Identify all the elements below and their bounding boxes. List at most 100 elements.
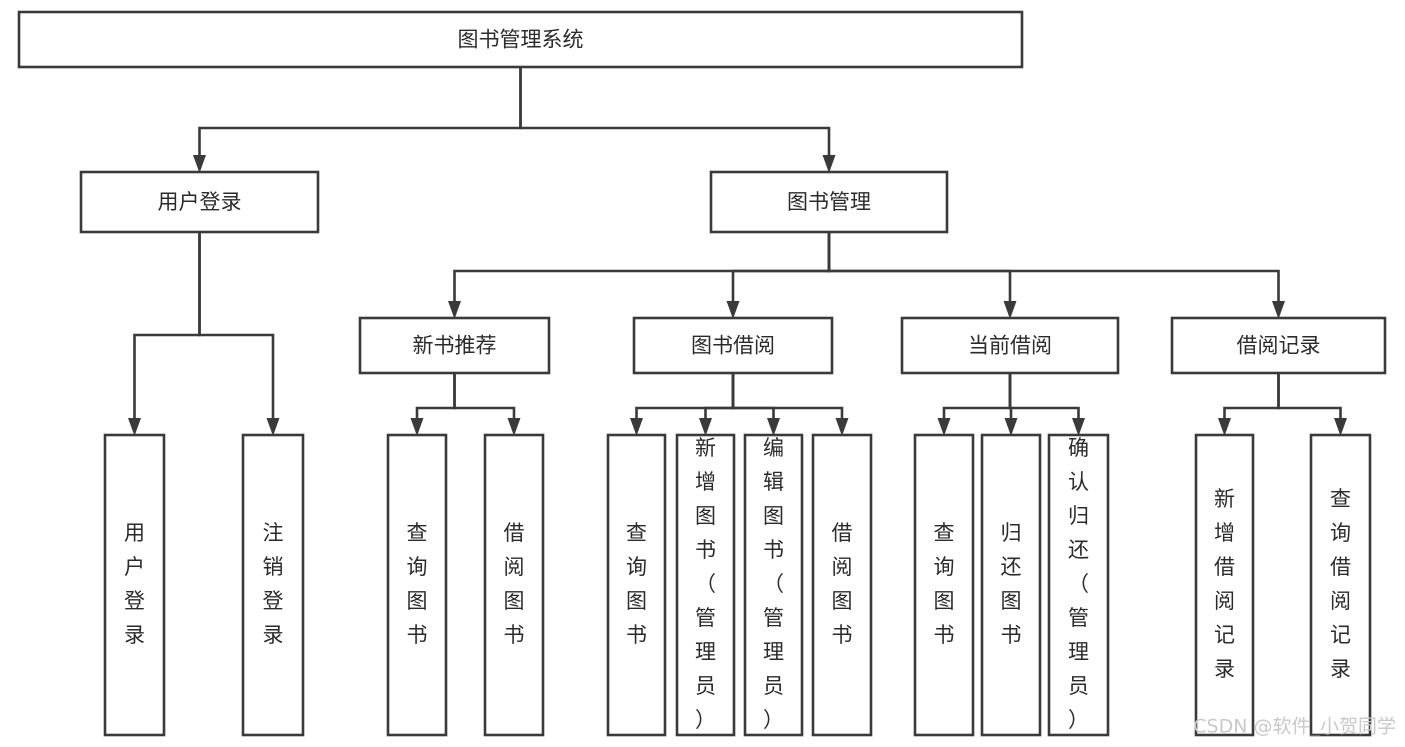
node-leaf-recommend-borrow-book[interactable]: 借阅图书 [483, 433, 545, 737]
connector-line [453, 373, 516, 421]
edge-user-login-to-leaf-logout [198, 232, 280, 436]
node-current-borrow[interactable]: 当前借阅 [900, 316, 1120, 375]
node-label: 用户登录 [158, 190, 242, 214]
arrow-head-icon [937, 418, 951, 436]
arrow-head-icon [1072, 418, 1085, 436]
node-leaf-borrow-add-book[interactable]: 新增图书（管理员） [675, 433, 736, 737]
arrow-head-icon [1334, 418, 1347, 436]
arrow-head-icon [699, 418, 712, 436]
node-label: 查询借阅记录 [1330, 487, 1351, 681]
node-box[interactable] [241, 433, 305, 737]
node-label: 编辑图书（管理员） [763, 436, 784, 732]
node-leaf-logout[interactable]: 注销登录 [241, 433, 305, 737]
node-label: 借阅图书 [832, 521, 853, 647]
node-box[interactable] [79, 170, 320, 234]
node-box[interactable] [17, 10, 1024, 69]
arrow-head-icon [507, 418, 521, 436]
node-leaf-borrow-borrow-book[interactable]: 借阅图书 [811, 433, 873, 737]
arrow-head-icon [1218, 418, 1231, 436]
node-leaf-current-return-book[interactable]: 归还图书 [980, 433, 1042, 737]
connector-line [827, 232, 1280, 304]
node-leaf-record-add[interactable]: 新增借阅记录 [1194, 433, 1255, 737]
node-box[interactable] [358, 316, 551, 375]
node-box[interactable] [900, 316, 1120, 375]
node-label: 查询图书 [934, 521, 955, 647]
node-book-borrow[interactable]: 图书借阅 [632, 316, 834, 375]
edge-user-login-to-leaf-user-login [128, 232, 201, 436]
connector-line [1223, 373, 1280, 421]
node-leaf-user-login[interactable]: 用户登录 [103, 433, 166, 737]
arrow-head-icon [448, 301, 461, 319]
arrow-head-icon [630, 418, 643, 436]
node-label: 借阅图书 [504, 521, 525, 647]
node-box[interactable] [483, 433, 545, 737]
node-new-book-recommend[interactable]: 新书推荐 [358, 316, 551, 375]
node-leaf-recommend-query-book[interactable]: 查询图书 [386, 433, 448, 737]
arrow-head-icon [410, 418, 424, 436]
node-box[interactable] [103, 433, 166, 737]
connector-line [415, 373, 456, 421]
node-label: 查询图书 [626, 521, 647, 647]
edge-new-book-recommend-to-leaf-recommend-borrow-book [453, 373, 521, 436]
edge-book-management-to-book-borrow [726, 232, 831, 319]
node-box[interactable] [1170, 316, 1387, 375]
node-borrow-record[interactable]: 借阅记录 [1170, 316, 1387, 375]
node-label: 确认归还（管理员） [1068, 436, 1089, 732]
connector-line [731, 373, 775, 421]
connector-line [1008, 373, 1080, 421]
node-label: 图书管理 [787, 190, 871, 214]
node-label: 新书推荐 [413, 334, 497, 358]
edge-book-borrow-to-leaf-borrow-query-book [630, 373, 735, 436]
connector-line [133, 232, 201, 421]
node-box[interactable] [675, 433, 736, 737]
connector-line [635, 373, 735, 421]
node-box[interactable] [913, 433, 975, 737]
node-box[interactable] [709, 170, 949, 234]
node-box[interactable] [1309, 433, 1372, 737]
connector-line [1277, 373, 1342, 421]
node-box[interactable] [811, 433, 873, 737]
edge-book-borrow-to-leaf-borrow-borrow-book [731, 373, 849, 436]
edge-book-borrow-to-leaf-borrow-add-book [699, 373, 735, 436]
node-label: 新增借阅记录 [1214, 487, 1235, 681]
connector-layer [128, 67, 1347, 436]
node-box[interactable] [743, 433, 804, 737]
arrow-head-icon [128, 418, 141, 436]
node-box[interactable] [1194, 433, 1255, 737]
node-leaf-borrow-edit-book[interactable]: 编辑图书（管理员） [743, 433, 804, 737]
edge-book-management-to-new-book-recommend [448, 232, 831, 319]
node-label: 当前借阅 [968, 334, 1052, 358]
connector-line [198, 232, 275, 421]
node-layer: 图书管理系统用户登录图书管理新书推荐图书借阅当前借阅借阅记录用户登录注销登录查询… [17, 10, 1387, 737]
node-leaf-record-query[interactable]: 查询借阅记录 [1309, 433, 1372, 737]
edge-book-borrow-to-leaf-borrow-edit-book [731, 373, 780, 436]
node-user-login[interactable]: 用户登录 [79, 170, 320, 234]
node-root[interactable]: 图书管理系统 [17, 10, 1024, 69]
node-label: 注销登录 [263, 521, 284, 647]
arrow-head-icon [193, 155, 206, 173]
connector-line [453, 232, 831, 304]
csdn-watermark: CSDN @软件_小贺同学 [1193, 716, 1396, 738]
node-label: 新增图书（管理员） [695, 436, 716, 732]
node-leaf-borrow-query-book[interactable]: 查询图书 [606, 433, 667, 737]
edge-new-book-recommend-to-leaf-recommend-query-book [410, 373, 456, 436]
node-leaf-current-query-book[interactable]: 查询图书 [913, 433, 975, 737]
arrow-head-icon [767, 418, 780, 436]
node-box[interactable] [606, 433, 667, 737]
node-box[interactable] [632, 316, 834, 375]
edge-current-borrow-to-leaf-current-confirm-return [1008, 373, 1085, 436]
node-leaf-current-confirm-return[interactable]: 确认归还（管理员） [1047, 433, 1110, 737]
arrow-head-icon [1272, 301, 1285, 319]
edge-root-to-book-management [519, 67, 836, 173]
connector-line [942, 373, 1012, 421]
node-box[interactable] [386, 433, 448, 737]
connector-line [519, 67, 831, 158]
node-box[interactable] [1047, 433, 1110, 737]
edge-book-management-to-current-borrow [827, 232, 1017, 319]
arrow-head-icon [822, 155, 836, 173]
edge-borrow-record-to-leaf-record-add [1218, 373, 1280, 436]
node-book-management[interactable]: 图书管理 [709, 170, 949, 234]
node-label: 借阅记录 [1237, 334, 1321, 358]
node-box[interactable] [980, 433, 1042, 737]
arrow-head-icon [835, 418, 849, 436]
